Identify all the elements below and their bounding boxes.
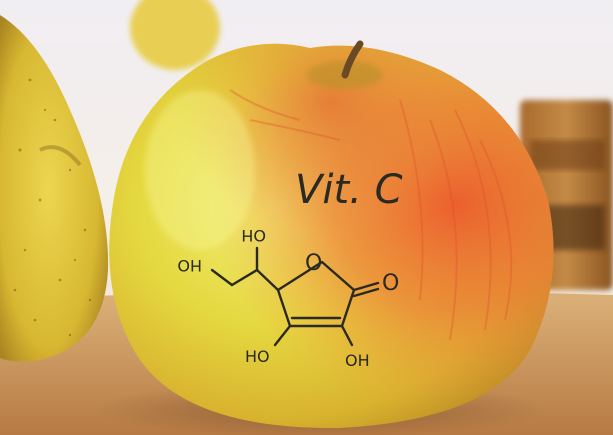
- vitamin-c-drawing: [210, 246, 380, 347]
- carbonyl-oxygen-label: O: [382, 271, 399, 296]
- background-pear: [130, 0, 220, 70]
- oh-label-bottom: OH: [345, 351, 370, 370]
- ring-oxygen-label: O: [305, 251, 322, 276]
- apple-stem: [341, 40, 364, 79]
- vit-c-title: Vit. C: [295, 167, 403, 213]
- ho-label-bottom: HO: [245, 347, 270, 366]
- pear: [0, 15, 109, 362]
- jar: [520, 100, 613, 290]
- oh-label-top: OH: [241, 226, 266, 245]
- apple: [109, 40, 554, 429]
- ho-label-left: HO: [177, 256, 202, 275]
- lactone-ring: [276, 260, 356, 328]
